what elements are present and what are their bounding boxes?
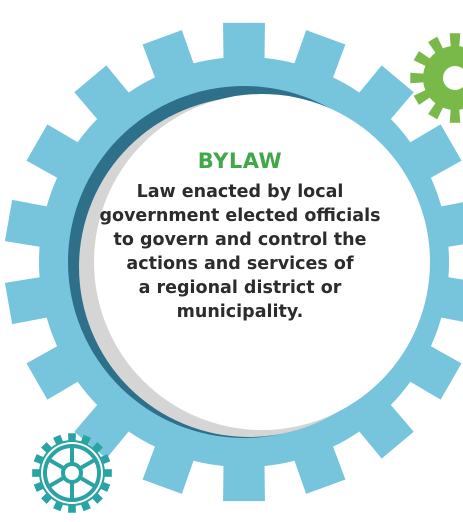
term-title: BYLAW xyxy=(197,149,283,173)
wheel-spoke xyxy=(46,457,67,471)
ship-wheel-icon xyxy=(32,433,112,513)
definition-line: actions and services of xyxy=(126,254,354,274)
definition-line: municipality. xyxy=(176,302,304,322)
wheel-spoke xyxy=(77,457,98,471)
green-gear-icon xyxy=(410,33,463,123)
definition-line: a regional district or xyxy=(138,278,342,298)
main-gear-icon xyxy=(4,22,463,502)
definition-line: government elected officials xyxy=(99,206,381,226)
definition-line: Law enacted by local xyxy=(136,182,344,202)
definition-text: Law enacted by local government elected … xyxy=(70,180,410,324)
definition-card: BYLAW Law enacted by local government el… xyxy=(70,148,410,324)
wheel-spoke xyxy=(46,475,67,489)
definition-line: to govern and control the xyxy=(113,230,367,250)
wheel-spoke xyxy=(77,475,98,489)
